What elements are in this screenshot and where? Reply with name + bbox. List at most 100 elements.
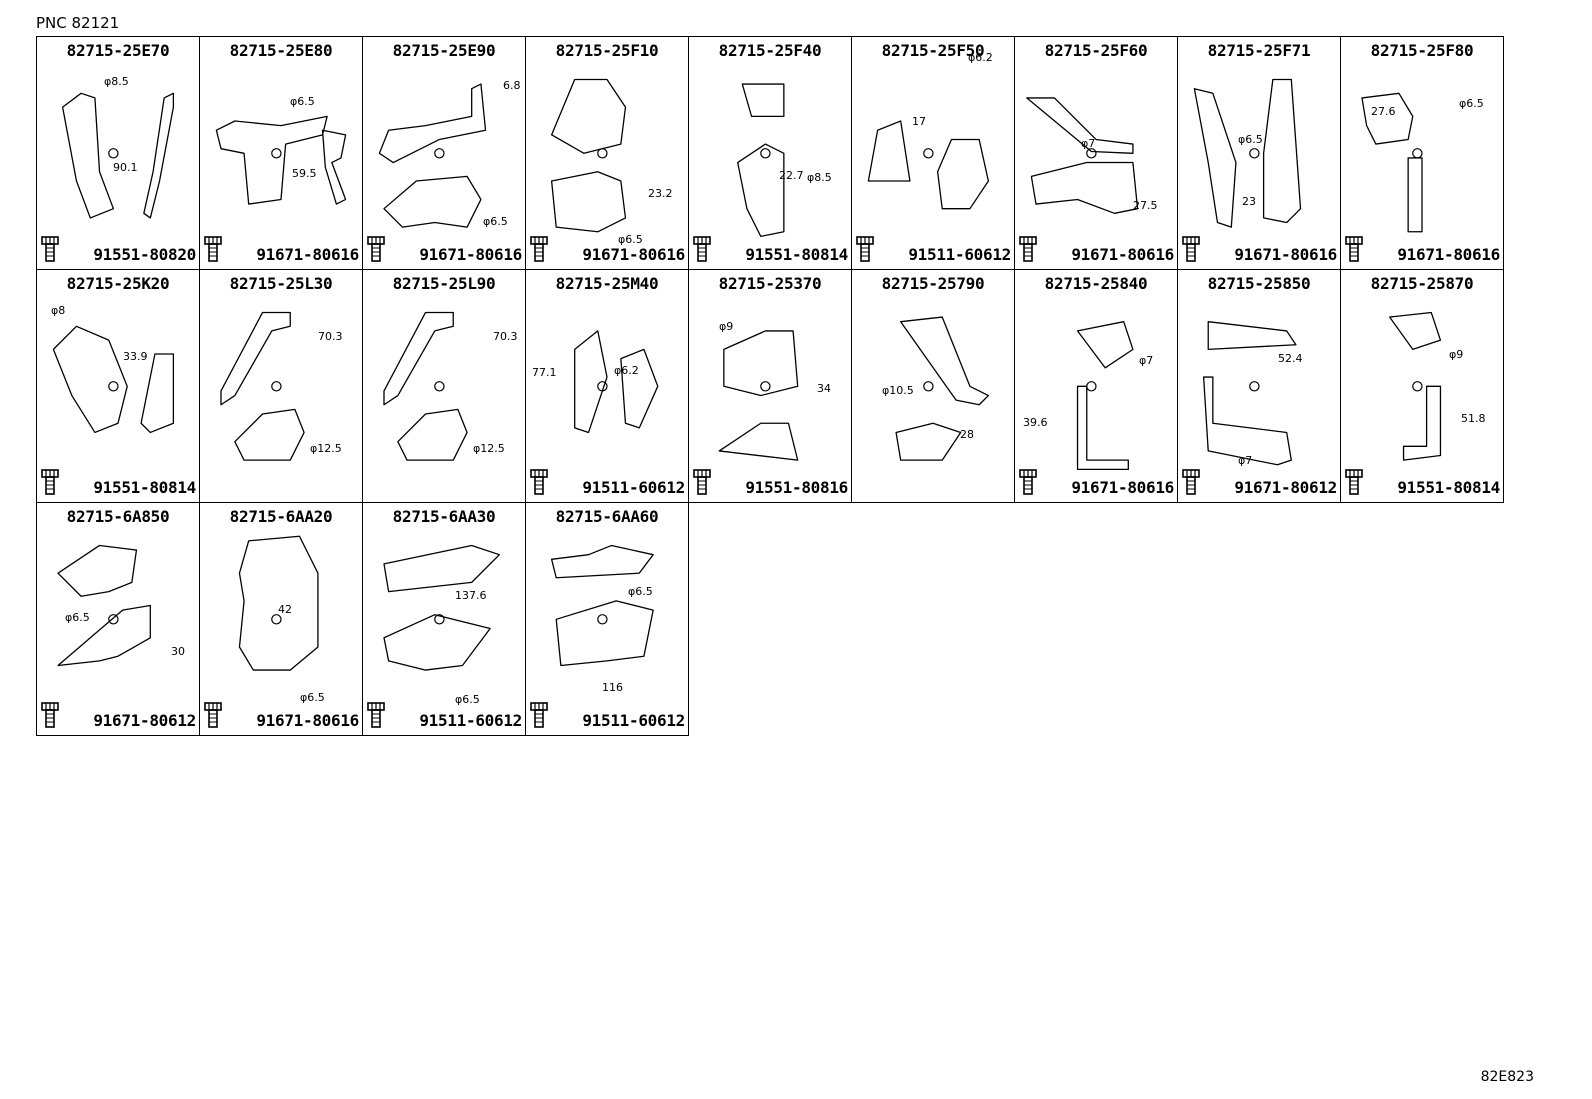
bracket-outline xyxy=(1202,321,1297,466)
bolt-icon xyxy=(204,236,222,262)
part-number: 82715-25850 xyxy=(1207,274,1311,293)
mount-hole xyxy=(1249,148,1260,159)
dimension-label: φ9 xyxy=(1449,348,1464,361)
part-number: 82715-25L30 xyxy=(229,274,333,293)
bolt-part-number: 91671-80612 xyxy=(1234,478,1337,497)
mount-hole xyxy=(597,148,608,159)
bracket-drawing xyxy=(1076,321,1134,471)
bolt-part-number: 91671-80616 xyxy=(1071,478,1174,497)
part-number: 82715-25K20 xyxy=(66,274,170,293)
bolt-part-number: 91671-80616 xyxy=(1234,245,1337,264)
mount-hole xyxy=(760,148,771,159)
bracket-outline xyxy=(57,544,151,667)
mount-hole xyxy=(597,381,608,392)
bracket-drawing xyxy=(383,311,468,461)
bolt-icon xyxy=(367,236,385,262)
dimension-label: φ12.5 xyxy=(473,442,505,455)
dimension-label: 90.1 xyxy=(113,161,138,174)
mount-hole xyxy=(1249,381,1260,392)
dimension-label: φ7 xyxy=(1139,354,1154,367)
dimension-label: φ8.5 xyxy=(807,171,832,184)
bracket-outline xyxy=(383,544,501,671)
document-id: 82E823 xyxy=(1480,1069,1534,1085)
part-number: 82715-6AA20 xyxy=(229,507,333,526)
bolt-part-number: 91671-80612 xyxy=(93,711,196,730)
part-number: 82715-25E80 xyxy=(229,41,333,60)
bracket-drawing xyxy=(574,330,659,434)
part-number: 82715-6AA30 xyxy=(392,507,496,526)
mount-hole xyxy=(597,614,608,625)
bracket-drawing xyxy=(1389,311,1442,461)
bolt-icon xyxy=(1345,236,1363,262)
mount-hole xyxy=(434,381,445,392)
bolt-icon xyxy=(856,236,874,262)
bolt-icon xyxy=(367,702,385,728)
bracket-outline xyxy=(383,311,468,461)
dimension-label: 23.2 xyxy=(648,187,673,200)
bracket-drawing xyxy=(1026,97,1139,214)
bracket-drawing xyxy=(718,330,799,461)
bracket-drawing xyxy=(1193,78,1302,228)
dimension-label: φ6.5 xyxy=(483,215,508,228)
dimension-label: 27.6 xyxy=(1371,105,1396,118)
dimension-label: φ6.5 xyxy=(628,585,653,598)
bracket-drawing xyxy=(867,120,990,210)
bracket-drawing xyxy=(550,78,627,233)
bracket-outline xyxy=(1389,311,1442,461)
bolt-icon xyxy=(1019,469,1037,495)
bracket-outline xyxy=(61,92,175,219)
dimension-label: 70.3 xyxy=(493,330,518,343)
dimension-label: φ10.5 xyxy=(882,384,914,397)
bracket-outline xyxy=(895,316,990,461)
dimension-label: φ6.2 xyxy=(968,51,993,64)
bracket-outline xyxy=(1193,78,1302,228)
bolt-icon xyxy=(1182,469,1200,495)
dimension-label: φ6.5 xyxy=(618,233,643,246)
bolt-icon xyxy=(1345,469,1363,495)
part-number: 82715-25E90 xyxy=(392,41,496,60)
bolt-icon xyxy=(693,236,711,262)
bolt-part-number: 91511-60612 xyxy=(908,245,1011,264)
dimension-label: 42 xyxy=(278,603,292,616)
dimension-label: 33.9 xyxy=(123,350,148,363)
dimension-label: φ8 xyxy=(51,304,66,317)
bolt-part-number: 91671-80616 xyxy=(1397,245,1500,264)
bracket-drawing xyxy=(52,325,175,434)
bolt-part-number: 91511-60612 xyxy=(582,478,685,497)
part-number: 82715-25370 xyxy=(718,274,822,293)
bracket-outline xyxy=(718,330,799,461)
dimension-label: 77.1 xyxy=(532,366,557,379)
part-number: 82715-25870 xyxy=(1370,274,1474,293)
bracket-drawing xyxy=(238,535,319,671)
dimension-label: 59.5 xyxy=(292,167,317,180)
bolt-part-number: 91551-80816 xyxy=(745,478,848,497)
bolt-part-number: 91551-80814 xyxy=(93,478,196,497)
bolt-part-number: 91671-80616 xyxy=(419,245,522,264)
dimension-label: φ7 xyxy=(1081,137,1096,150)
bolt-icon xyxy=(41,469,59,495)
bracket-outline xyxy=(550,544,654,667)
bolt-icon xyxy=(41,702,59,728)
